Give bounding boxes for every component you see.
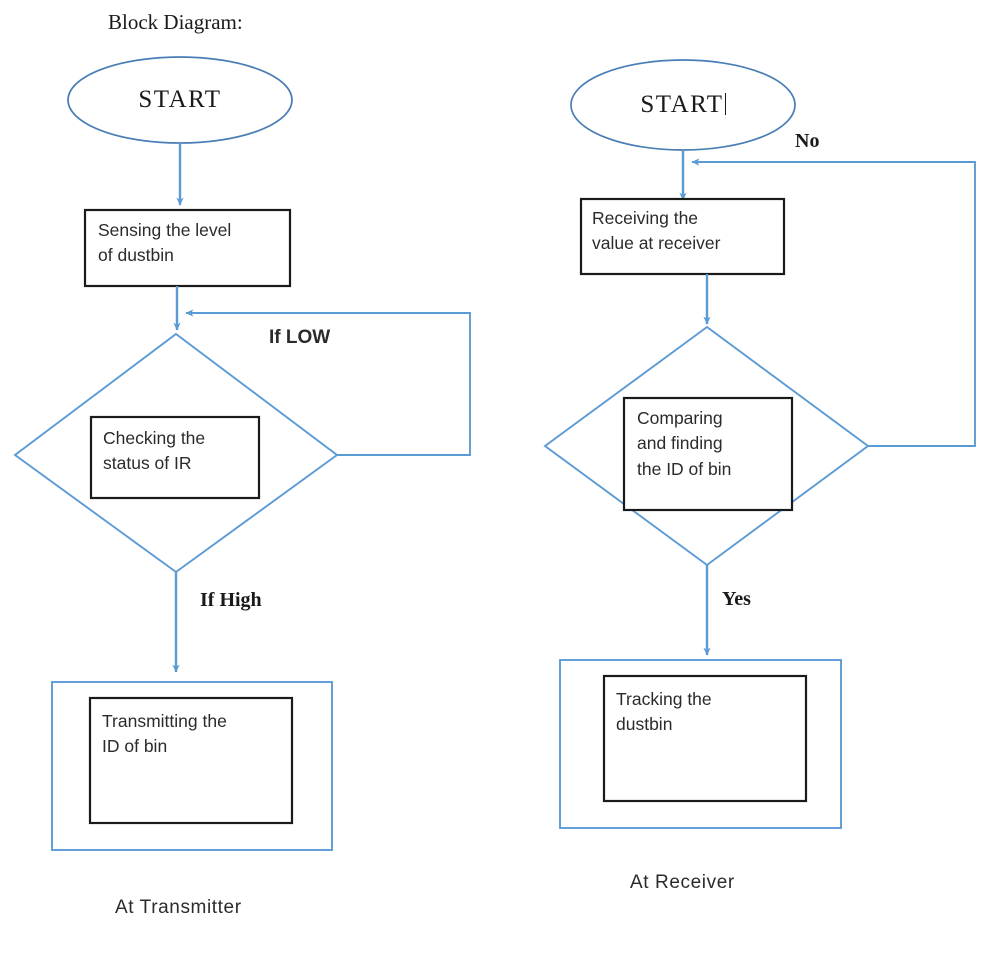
receiver-decision-label: Comparing and finding the ID of bin xyxy=(637,408,732,479)
receiver-process-label: Receiving the value at receiver xyxy=(592,208,721,254)
transmitter-loop-if-low xyxy=(185,309,471,456)
receiver-loop-label-no: No xyxy=(795,130,820,152)
receiver-start-text: START xyxy=(640,91,724,118)
receiver-loop-no xyxy=(691,158,976,447)
receiver-caption: At Receiver xyxy=(630,872,735,893)
receiver-terminal-inner-box xyxy=(602,674,808,803)
transmitter-decision-label: Checking the status of IR xyxy=(103,428,206,474)
receiver-decision-inner-box xyxy=(622,396,794,512)
transmitter-decision-inner-box xyxy=(89,415,261,500)
transmitter-start-label: START xyxy=(138,86,222,113)
transmitter-branch-label-if-high: If High xyxy=(200,589,262,611)
transmitter-terminal-label: Transmitting the ID of bin xyxy=(102,711,227,757)
transmitter-process-label: Sensing the level of dustbin xyxy=(98,220,232,266)
transmitter-loop-label-if-low: If LOW xyxy=(269,327,331,348)
page-title: Block Diagram: xyxy=(108,10,243,34)
receiver-start-label: START xyxy=(571,91,795,119)
transmitter-caption: At Transmitter xyxy=(115,897,242,918)
transmitter-process-box xyxy=(83,208,292,288)
text-cursor-caret xyxy=(724,93,726,115)
receiver-process-box xyxy=(579,197,786,276)
receiver-branch-label-yes: Yes xyxy=(722,588,751,610)
transmitter-terminal-inner-box xyxy=(88,696,294,825)
receiver-terminal-label: Tracking the dustbin xyxy=(616,689,712,735)
